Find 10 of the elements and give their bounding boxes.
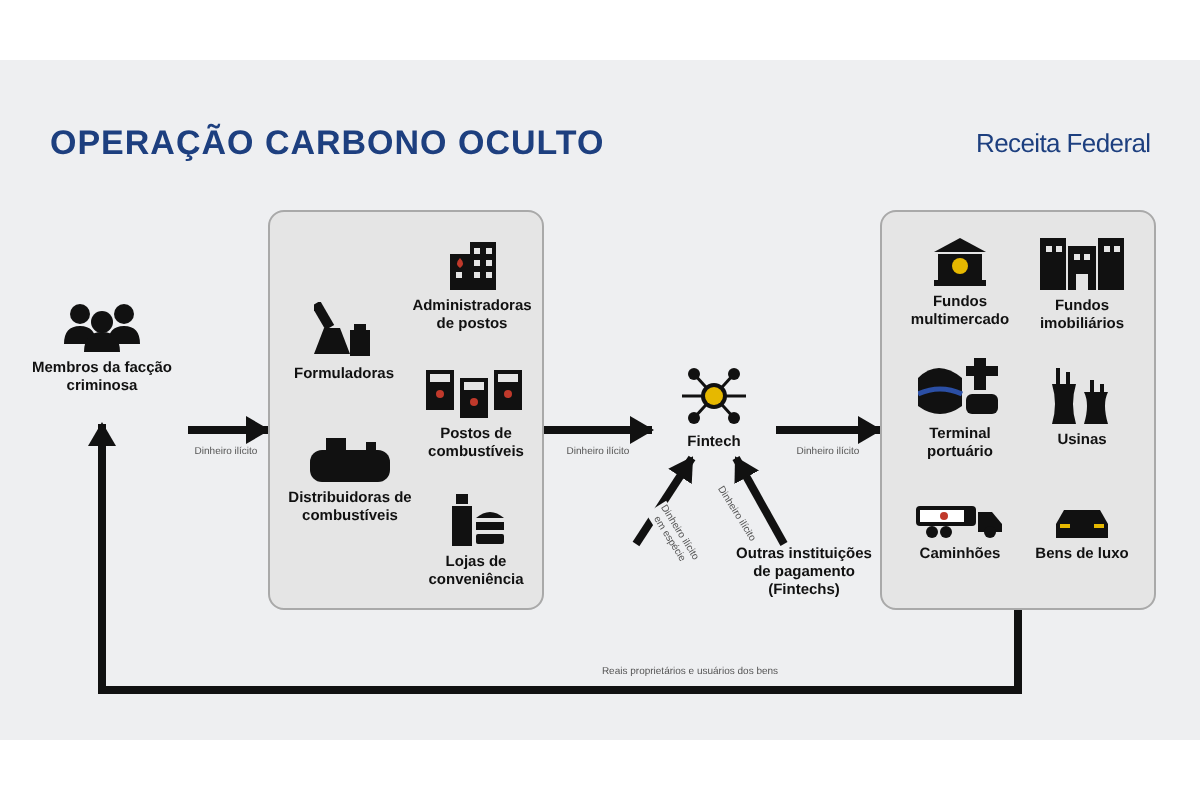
arrow (88, 422, 1022, 694)
arrow (776, 416, 882, 444)
organization-name: Receita Federal (976, 128, 1151, 158)
group-panel (880, 210, 1156, 610)
arrow (732, 456, 788, 546)
arrow (188, 416, 270, 444)
group-panel (268, 210, 544, 610)
arrow (632, 455, 696, 547)
arrow (544, 416, 654, 444)
title: OPERAÇÃO CARBONO OCULTO (50, 124, 605, 164)
